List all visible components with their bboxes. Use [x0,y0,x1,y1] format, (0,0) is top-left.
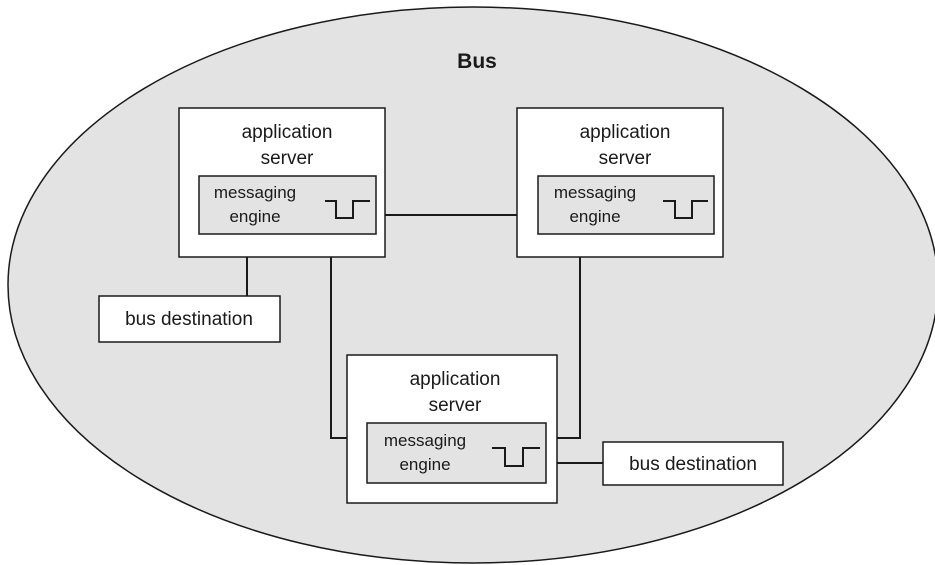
queue-icon [492,447,540,467]
server-label-line1: application [580,122,671,143]
engine-label-line2: engine [229,207,280,226]
server-label-line2: server [261,148,314,169]
application-server-2: application server messaging engine [516,107,724,258]
server-label-line2: server [429,395,482,416]
queue-icon [663,200,708,219]
bus-destination-1: bus destination [98,295,281,343]
messaging-engine-box [198,175,377,235]
engine-label-line1: messaging [214,183,296,202]
bus-destination-2: bus destination [602,441,784,486]
engine-label-line1: messaging [384,431,466,450]
application-server-3: application server messaging engine [346,354,558,504]
application-server-1: application server messaging engine [178,107,386,258]
server-label-line2: server [599,148,652,169]
queue-icon [325,200,370,219]
destination-label: bus destination [629,454,757,475]
messaging-engine-box [537,175,715,235]
destination-label: bus destination [125,309,253,330]
bus-label: Bus [457,50,497,73]
messaging-engine-box [366,422,547,484]
destination-box [98,295,281,343]
server-label-line1: application [242,122,333,143]
engine-label-line2: engine [399,455,450,474]
engine-label-line1: messaging [554,183,636,202]
server-label-line1: application [410,369,501,390]
destination-box [602,441,784,486]
engine-label-line2: engine [569,207,620,226]
